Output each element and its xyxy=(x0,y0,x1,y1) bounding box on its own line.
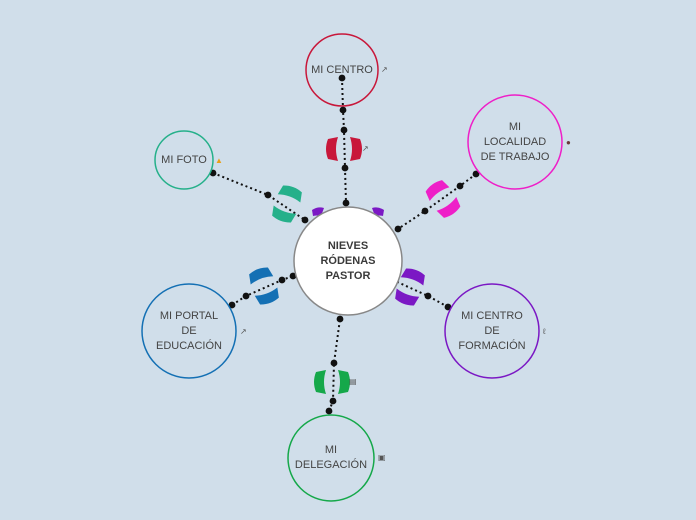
google-drive-icon[interactable]: ▲ xyxy=(215,156,223,165)
connector-handle-tab xyxy=(272,205,297,223)
connector-handle-mi-portal[interactable] xyxy=(247,265,282,307)
connector-bullet xyxy=(336,315,344,323)
connector-handle-tab xyxy=(254,287,279,305)
connector-bullet xyxy=(341,164,349,172)
connector-bullet xyxy=(242,292,250,300)
topic-node-mi-centro-formacion[interactable] xyxy=(444,283,540,379)
topic-node-mi-localidad[interactable] xyxy=(467,94,563,190)
connector-handle-mi-delegacion[interactable] xyxy=(314,370,350,394)
connector-bullet xyxy=(301,216,309,224)
connector-handle-mi-centro-formacion[interactable] xyxy=(393,266,428,308)
connector-handle-tab xyxy=(314,370,326,394)
connector-handle-mi-centro[interactable] xyxy=(326,137,362,161)
external-link-icon[interactable]: ↗ xyxy=(362,144,369,153)
connector-bullet xyxy=(394,225,402,233)
connector-bullet xyxy=(289,272,297,280)
center-node[interactable] xyxy=(293,206,403,316)
connector-handle-tab xyxy=(425,180,450,201)
connector-handle-tab xyxy=(395,288,420,306)
connector-bullet xyxy=(444,303,452,311)
connector-line-mi-localidad xyxy=(397,173,477,230)
external-link-icon[interactable]: ↗ xyxy=(381,65,388,74)
note-icon[interactable]: ▤ xyxy=(349,377,357,386)
connector-handle-tab xyxy=(277,185,302,203)
map-pin-icon[interactable]: ● xyxy=(566,138,571,147)
connector-line-mi-centro xyxy=(341,77,347,204)
connector-handle-tab xyxy=(436,197,461,218)
connector-handle-tab xyxy=(249,267,274,285)
connector-bullet xyxy=(329,397,337,405)
connector-line-mi-portal xyxy=(231,275,294,306)
link-icon[interactable]: ℓ xyxy=(543,327,546,336)
image-icon[interactable]: ▣ xyxy=(378,453,386,462)
connector-handle-tab xyxy=(400,268,425,286)
connector-handle-tab xyxy=(326,137,338,161)
connector-bullet xyxy=(228,301,236,309)
connector-line-mi-delegacion xyxy=(328,318,341,412)
connector-bullet xyxy=(330,359,338,367)
connector-bullet xyxy=(278,276,286,284)
connector-handle-tab xyxy=(350,137,362,161)
topic-node-mi-delegacion[interactable] xyxy=(287,414,375,502)
connector-bullet xyxy=(456,182,464,190)
connector-bullet xyxy=(342,199,350,207)
connector-bullet xyxy=(421,207,429,215)
topic-node-mi-foto[interactable] xyxy=(154,130,214,190)
connector-bullet xyxy=(424,292,432,300)
external-link-icon[interactable]: ↗ xyxy=(240,327,247,336)
connector-bullet xyxy=(325,407,333,415)
connector-bullet xyxy=(264,191,272,199)
connector-bullet xyxy=(472,170,480,178)
topic-node-mi-portal[interactable] xyxy=(141,283,237,379)
connector-bullet xyxy=(340,126,348,134)
connector-bullet xyxy=(338,74,346,82)
connector-bullet xyxy=(339,106,347,114)
connector-handle-tab xyxy=(338,370,350,394)
connector-handle-mi-localidad[interactable] xyxy=(423,177,463,220)
topic-node-mi-centro[interactable] xyxy=(305,33,379,107)
connector-handle-mi-foto[interactable] xyxy=(270,183,305,225)
